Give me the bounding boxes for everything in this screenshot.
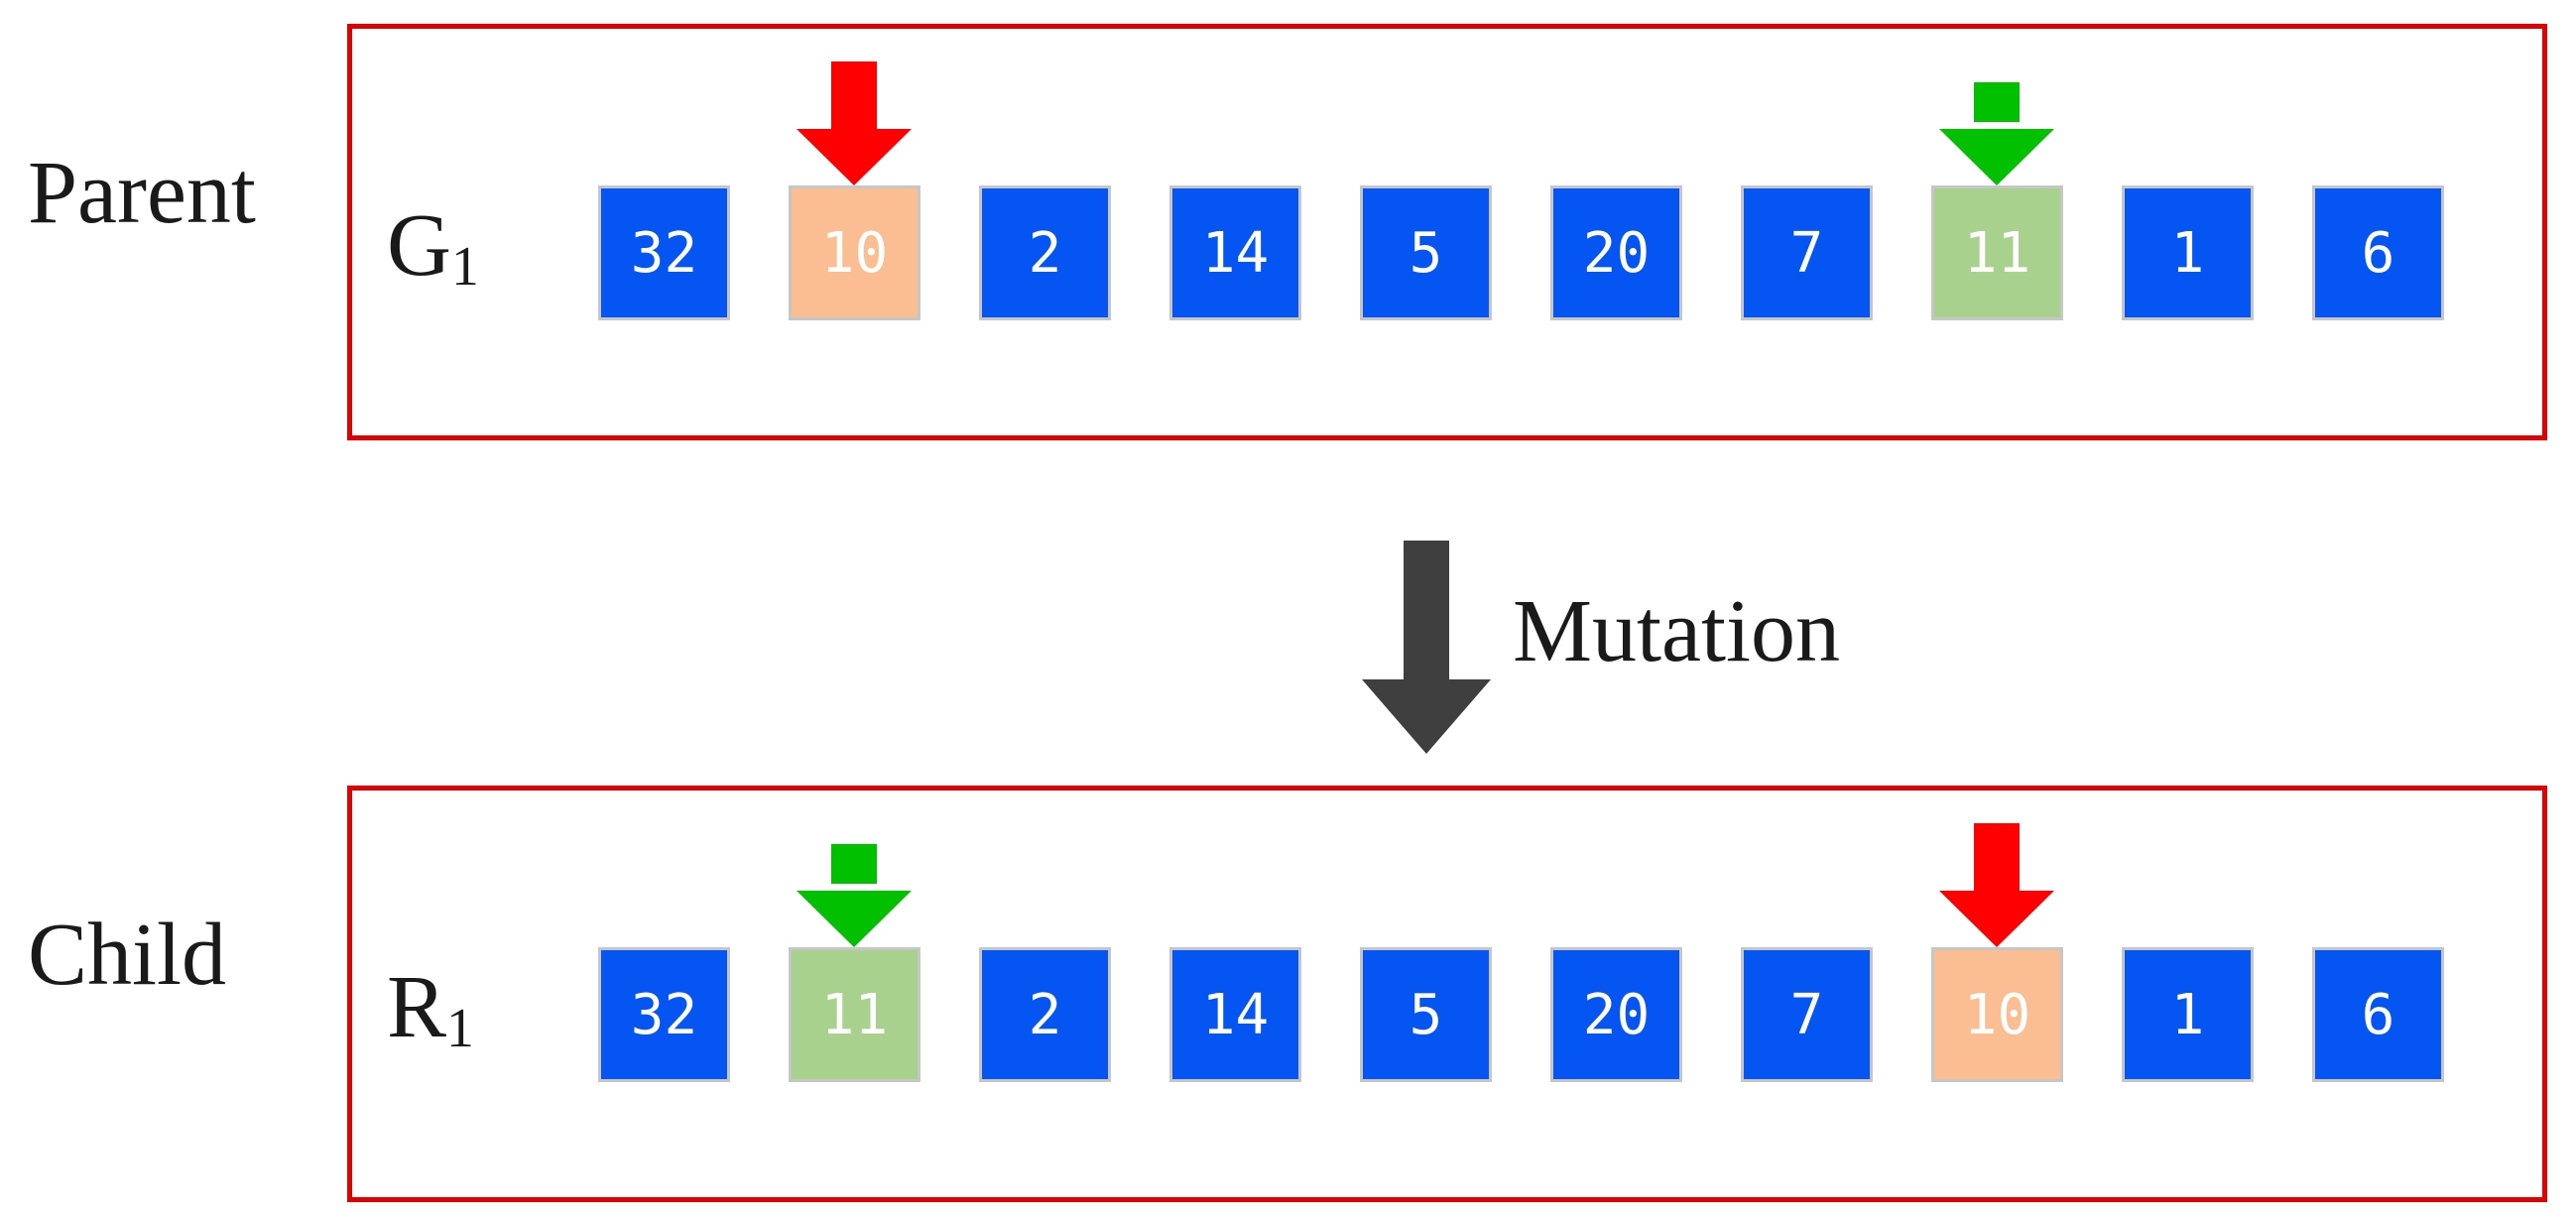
- parent-sequence-letter: G: [387, 196, 451, 295]
- gene-square: 20: [1550, 947, 1682, 1082]
- gene-square: 7: [1741, 185, 1873, 320]
- red-arrow-stem: [1974, 823, 2020, 891]
- gene-square: 14: [1169, 185, 1301, 320]
- gene-square: 5: [1360, 947, 1492, 1082]
- red-arrow-stem: [831, 61, 877, 129]
- green-arrow-stem: [831, 844, 877, 884]
- gene-square: 6: [2312, 185, 2444, 320]
- gene-square: 1: [2122, 947, 2254, 1082]
- gene-square: 20: [1550, 185, 1682, 320]
- gene-square: 6: [2312, 947, 2444, 1082]
- red-arrow-head: [1939, 891, 2054, 947]
- parent-sequence-label: G1: [387, 201, 479, 296]
- child-sequence-label: R1: [387, 963, 474, 1057]
- gene-square: 32: [598, 947, 730, 1082]
- mutation-arrow-head-icon: [1362, 679, 1491, 754]
- child-sequence-subscript: 1: [446, 998, 474, 1060]
- gene-square: 32: [598, 185, 730, 320]
- child-row-label: Child: [28, 906, 227, 1004]
- gene-square: 2: [979, 947, 1111, 1082]
- mutation-label: Mutation: [1513, 582, 1840, 680]
- gene-square: 14: [1169, 947, 1301, 1082]
- gene-square: 2: [979, 185, 1111, 320]
- green-arrow-head: [797, 891, 912, 947]
- gene-square: 7: [1741, 947, 1873, 1082]
- gene-square: 11: [789, 947, 920, 1082]
- parent-sequence-subscript: 1: [451, 236, 479, 299]
- mutation-arrow-icon: [1404, 541, 1449, 679]
- green-arrow-head: [1939, 129, 2054, 185]
- child-sequence-letter: R: [387, 958, 447, 1056]
- gene-square: 5: [1360, 185, 1492, 320]
- green-arrow-stem: [1974, 82, 2020, 122]
- parent-row-label: Parent: [28, 144, 256, 242]
- gene-square: 10: [789, 185, 920, 320]
- red-arrow-head: [797, 129, 912, 185]
- gene-square: 10: [1931, 947, 2063, 1082]
- gene-square: 1: [2122, 185, 2254, 320]
- gene-square: 11: [1931, 185, 2063, 320]
